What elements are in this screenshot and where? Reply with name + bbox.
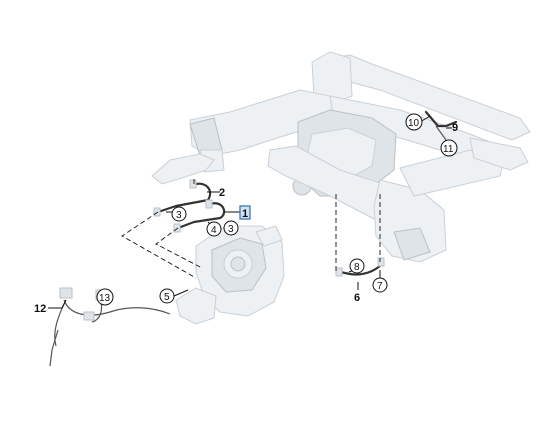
rear-subframe xyxy=(189,51,531,263)
svg-text:8: 8 xyxy=(354,262,360,273)
callout-3-left: 3 xyxy=(171,206,187,222)
svg-text:10: 10 xyxy=(408,118,420,129)
svg-text:1: 1 xyxy=(242,208,248,220)
svg-text:3: 3 xyxy=(228,224,234,235)
svg-text:7: 7 xyxy=(377,281,383,292)
callout-10: 10 xyxy=(405,113,423,131)
callout-13: 13 xyxy=(96,288,114,306)
callout-1: 1 xyxy=(239,205,251,220)
transfer-case xyxy=(175,225,285,325)
callout-6: 6 xyxy=(354,292,360,304)
vent-line-6 xyxy=(335,257,385,277)
svg-text:11: 11 xyxy=(443,144,454,155)
callout-3-right: 3 xyxy=(223,220,239,236)
callout-4: 4 xyxy=(206,221,222,237)
heat-shield xyxy=(151,153,215,185)
svg-text:5: 5 xyxy=(164,292,170,303)
callout-11: 11 xyxy=(440,139,458,157)
dashed-references xyxy=(121,176,381,279)
callout-12: 12 xyxy=(34,303,46,315)
svg-text:4: 4 xyxy=(211,225,217,236)
callout-2: 2 xyxy=(219,187,225,199)
vent-line-1 xyxy=(173,199,226,233)
svg-text:3: 3 xyxy=(176,210,182,221)
callout-7: 7 xyxy=(372,277,388,293)
bracket-9 xyxy=(424,110,458,141)
callout-5: 5 xyxy=(159,288,175,304)
callout-8: 8 xyxy=(349,258,365,274)
svg-text:13: 13 xyxy=(99,293,111,304)
callout-9: 9 xyxy=(452,122,458,134)
